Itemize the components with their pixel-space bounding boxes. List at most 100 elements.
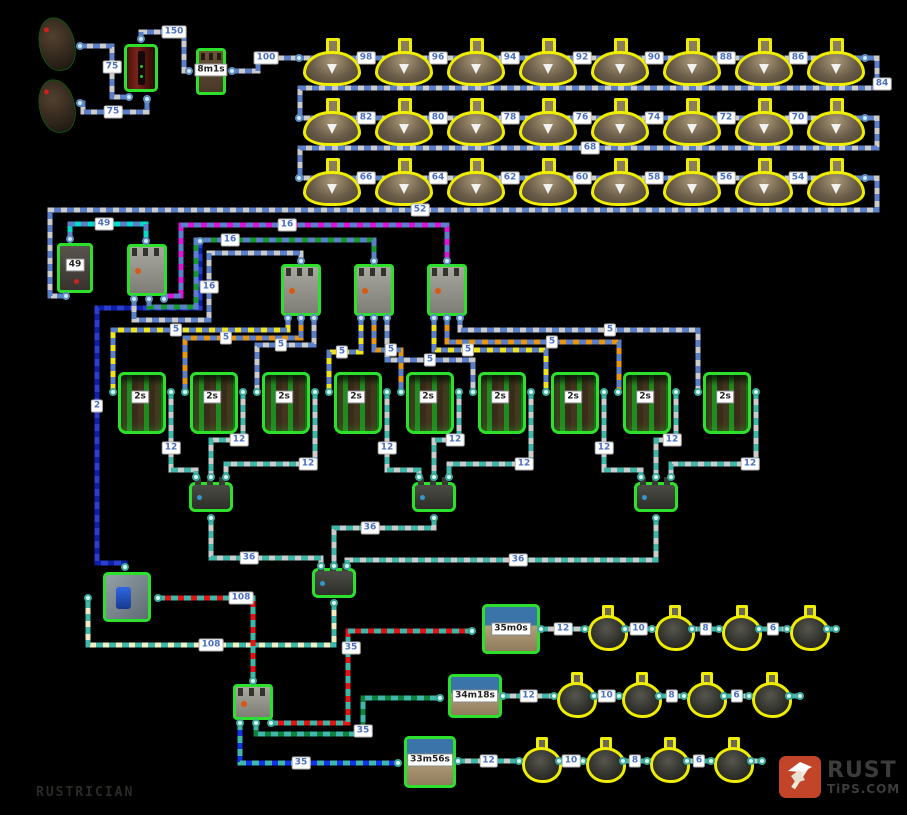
splitter[interactable] (354, 264, 394, 316)
connection-port[interactable] (317, 562, 325, 570)
connection-port[interactable] (550, 692, 558, 700)
connection-port[interactable] (581, 625, 589, 633)
connection-port[interactable] (109, 388, 117, 396)
wire-3[interactable] (384, 392, 422, 477)
connection-port[interactable] (443, 257, 451, 265)
wire-to_switch[interactable] (94, 241, 203, 569)
connection-port[interactable] (619, 757, 627, 765)
connection-port[interactable] (832, 625, 840, 633)
connection-port[interactable] (861, 114, 869, 122)
ceiling-light[interactable] (375, 158, 435, 210)
wire-2[interactable] (223, 392, 318, 477)
connection-port[interactable] (249, 677, 257, 685)
connection-port[interactable] (430, 473, 438, 481)
flasher-light[interactable] (685, 672, 729, 718)
connection-port[interactable] (537, 625, 545, 633)
connection-port[interactable] (192, 473, 200, 481)
connection-port[interactable] (672, 388, 680, 396)
connection-port[interactable] (667, 473, 675, 481)
ceiling-light[interactable] (447, 38, 507, 90)
connection-port[interactable] (84, 594, 92, 602)
connection-port[interactable] (185, 67, 193, 75)
connection-port[interactable] (715, 625, 723, 633)
wire-row3_to_battery[interactable] (47, 175, 880, 299)
connection-port[interactable] (783, 625, 791, 633)
connection-port[interactable] (76, 42, 84, 50)
splitter[interactable] (281, 264, 321, 316)
flasher-light[interactable] (712, 737, 756, 783)
connection-port[interactable] (310, 314, 318, 322)
connection-port[interactable] (154, 594, 162, 602)
wire-0[interactable] (208, 518, 324, 566)
ceiling-light[interactable] (807, 158, 867, 210)
flasher-light[interactable] (584, 737, 628, 783)
splitter[interactable] (427, 264, 467, 316)
connection-port[interactable] (394, 759, 402, 767)
splitter[interactable] (233, 684, 273, 720)
connection-port[interactable] (643, 757, 651, 765)
connection-port[interactable] (267, 719, 275, 727)
ceiling-light[interactable] (375, 98, 435, 150)
connection-port[interactable] (454, 757, 462, 765)
connection-port[interactable] (284, 314, 292, 322)
connection-port[interactable] (370, 257, 378, 265)
connection-port[interactable] (445, 473, 453, 481)
connection-port[interactable] (76, 99, 84, 107)
wire-8[interactable] (457, 318, 701, 392)
connection-port[interactable] (430, 514, 438, 522)
wire-5[interactable] (446, 392, 534, 477)
wire-3[interactable] (326, 318, 364, 392)
ceiling-light[interactable] (735, 98, 795, 150)
connection-port[interactable] (325, 388, 333, 396)
connection-port[interactable] (499, 692, 507, 700)
connection-port[interactable] (295, 174, 303, 182)
wire-0[interactable] (271, 628, 472, 726)
connection-port[interactable] (330, 562, 338, 570)
flasher-light[interactable] (720, 605, 764, 651)
connection-port[interactable] (680, 692, 688, 700)
ceiling-light[interactable] (591, 38, 651, 90)
connection-port[interactable] (295, 114, 303, 122)
connection-port[interactable] (66, 235, 74, 243)
wire-splitter_to_s3[interactable] (146, 237, 377, 310)
flasher-light[interactable] (555, 672, 599, 718)
ceiling-light[interactable] (303, 98, 363, 150)
connection-port[interactable] (637, 473, 645, 481)
flasher-light[interactable] (648, 737, 692, 783)
connection-port[interactable] (145, 295, 153, 303)
connection-port[interactable] (823, 625, 831, 633)
flasher-light[interactable] (750, 672, 794, 718)
connection-port[interactable] (652, 473, 660, 481)
connection-port[interactable] (527, 388, 535, 396)
connection-port[interactable] (181, 388, 189, 396)
connection-port[interactable] (861, 54, 869, 62)
connection-port[interactable] (297, 257, 305, 265)
wire-6[interactable] (431, 318, 549, 392)
connection-port[interactable] (121, 563, 129, 571)
wire-2[interactable] (237, 723, 398, 766)
wire-8[interactable] (668, 392, 759, 477)
connection-port[interactable] (207, 473, 215, 481)
connection-port[interactable] (655, 692, 663, 700)
connection-port[interactable] (652, 514, 660, 522)
root-combiner[interactable] (634, 477, 678, 512)
ceiling-light[interactable] (735, 38, 795, 90)
wire-1[interactable] (182, 318, 304, 392)
ceiling-light[interactable] (807, 38, 867, 90)
connection-port[interactable] (755, 625, 763, 633)
connection-port[interactable] (747, 757, 755, 765)
connection-port[interactable] (707, 757, 715, 765)
connection-port[interactable] (752, 388, 760, 396)
connection-port[interactable] (196, 237, 204, 245)
connection-port[interactable] (436, 694, 444, 702)
connection-port[interactable] (415, 473, 423, 481)
connection-port[interactable] (311, 388, 319, 396)
connection-port[interactable] (236, 719, 244, 727)
root-combiner[interactable] (189, 477, 233, 512)
connection-port[interactable] (160, 295, 168, 303)
connection-port[interactable] (443, 314, 451, 322)
connection-port[interactable] (688, 625, 696, 633)
connection-port[interactable] (228, 67, 236, 75)
connection-port[interactable] (370, 314, 378, 322)
